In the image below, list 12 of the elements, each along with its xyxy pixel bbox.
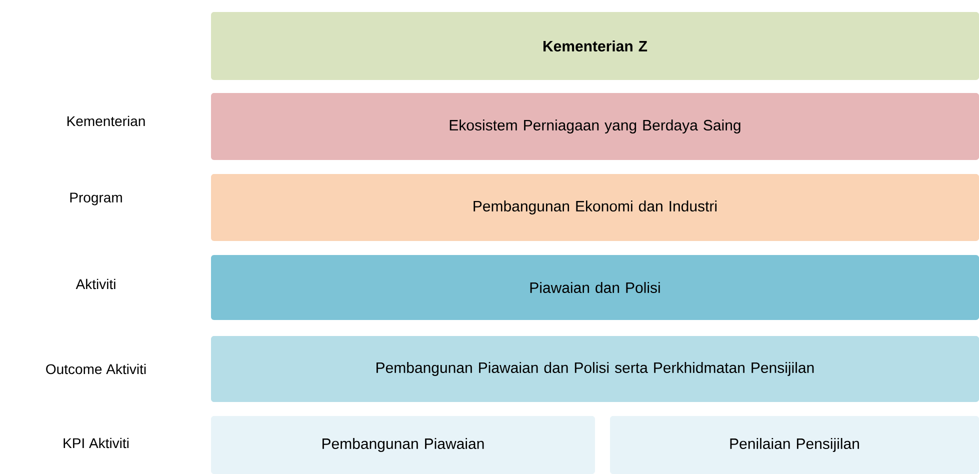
level-box: Pembangunan Piawaian	[211, 416, 595, 474]
row-label: Kementerian	[67, 116, 145, 126]
level-box: Kementerian Z	[211, 12, 979, 80]
row-label: KPI Aktiviti	[64, 438, 128, 448]
level-box: Ekosistem Perniagaan yang Berdaya Saing	[211, 93, 979, 160]
level-box: Piawaian dan Polisi	[211, 255, 979, 320]
level-box: Penilaian Pensijilan	[610, 416, 979, 474]
row-label: Program	[70, 192, 122, 206]
level-box: Pembangunan Ekonomi dan Industri	[211, 174, 979, 241]
row-label: Aktiviti	[76, 278, 116, 290]
row-label: Outcome Aktiviti	[46, 364, 146, 374]
level-box: Pembangunan Piawaian dan Polisi serta Perkhidmatan Pensijilan	[211, 336, 979, 402]
